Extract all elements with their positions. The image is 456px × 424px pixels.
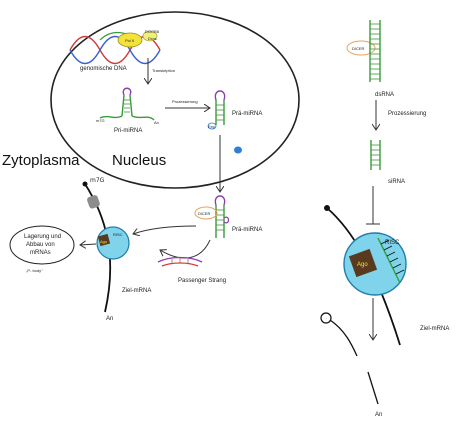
ago-right-label: Ago — [357, 262, 368, 268]
pri-mirna-label: Pri-miRNA — [114, 128, 142, 134]
dicer-mirna-label: DICER — [198, 211, 211, 216]
dros-label: Dros. — [148, 36, 158, 41]
storage-arrow — [80, 244, 97, 245]
pri-cap-label: m7G — [96, 118, 105, 123]
cap-binding-protein-icon — [87, 195, 100, 209]
dicer-sirna-icon — [346, 40, 376, 56]
exportin-blob-icon — [234, 146, 242, 154]
guide-strand-ladder — [377, 237, 405, 284]
storage-line-1: Lagerung und — [24, 234, 61, 240]
passenger-strand — [157, 256, 203, 267]
pre-mirna-nucleus-label: Prä-miRNA — [232, 111, 262, 117]
risc-loading-arrow — [133, 225, 197, 234]
dicer-mirna-icon — [194, 206, 218, 220]
polymerase-complex-icon — [117, 32, 143, 48]
p-body-label: „P- body" — [26, 268, 43, 273]
polya-right-label: An — [375, 412, 382, 418]
exportin-icon — [207, 122, 217, 130]
pre-mirna-nucleus — [214, 90, 226, 125]
pre-mirna-cytoplasm — [214, 195, 230, 238]
target-mrna-right-label: Ziel-mRNA — [420, 326, 449, 332]
dsrna-label: dsRNA — [375, 92, 394, 98]
nuclear-processing-label: Prozessierung — [172, 99, 198, 104]
ago-right-icon — [348, 248, 378, 278]
cap-dot-left-icon — [82, 181, 88, 187]
cytoplasm-label: Zytoplasma — [2, 152, 80, 169]
pre-mirna-cytoplasm-label: Prä-miRNA — [232, 227, 262, 233]
dsrna-ladder — [369, 20, 381, 82]
p-body-ellipse — [9, 225, 75, 265]
storage-line-3: mRNAs — [30, 250, 51, 256]
risc-left-label: RISC — [113, 232, 123, 237]
sirna-label: siRNA — [388, 179, 405, 185]
exportin-label: Exp — [208, 124, 216, 129]
storage-line-2: Abbau von — [26, 242, 55, 248]
cap-label-left: m7G — [90, 177, 105, 184]
sirna-processing-label: Prozessierung — [388, 111, 426, 117]
nucleus-membrane — [50, 11, 300, 189]
transcription-label: Transkription — [152, 68, 175, 73]
passenger-strand-label: Passenger Strang — [178, 278, 226, 284]
dicer-sirna-label: DICER — [352, 46, 365, 51]
cap-cleaved-icon — [320, 312, 332, 324]
passenger-arrow — [160, 239, 211, 259]
target-mrna-left-label: Ziel-mRNA — [122, 288, 151, 294]
pri-polya-label: An — [154, 120, 159, 125]
cleaved-fragment-3prime — [367, 371, 379, 405]
pri-mirna-hairpin — [99, 87, 155, 121]
polymerase-label: Pol II — [125, 38, 134, 43]
nucleus-label: Nucleus — [112, 152, 166, 169]
dgcr8-icon — [142, 30, 158, 42]
polya-left-label: An — [106, 316, 113, 322]
ago-left-label: Ago — [100, 239, 108, 244]
genomic-dna-label: genomische DNA — [80, 66, 127, 72]
dgcr8-label: DGCR8 — [145, 29, 160, 34]
cleaved-fragment-5prime — [329, 319, 358, 357]
ago-left-icon — [97, 233, 111, 247]
sirna-ladder — [370, 140, 381, 170]
risc-right-label: RISC — [385, 240, 400, 246]
